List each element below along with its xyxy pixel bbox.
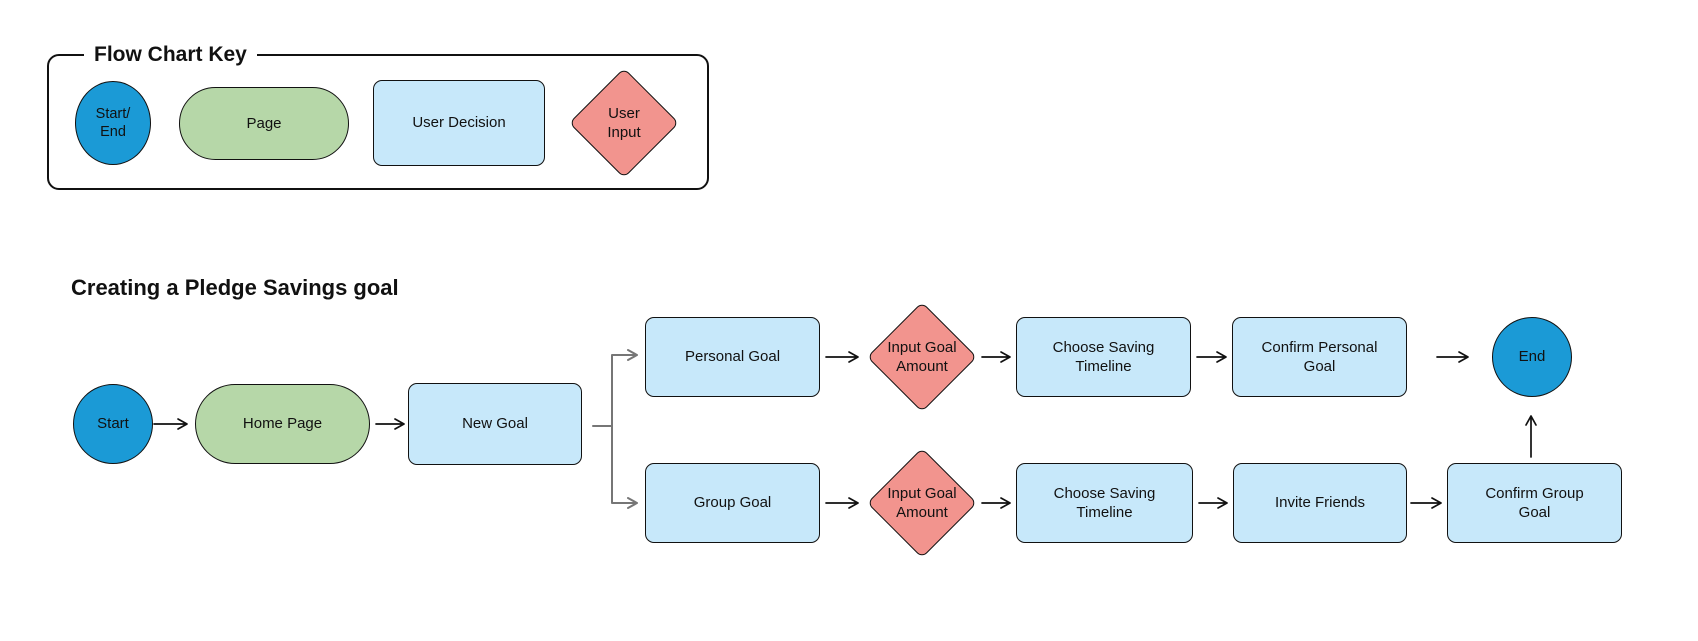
node-start-label: Start [97,415,129,433]
node-group-goal-label: Group Goal [693,494,772,512]
node-invite-friends-label: Invite Friends [1274,494,1366,512]
node-group-goal: Group Goal [645,463,820,543]
node-confirm-group-goal-label: Confirm Group Goal [1485,484,1584,521]
arrow-choose-saving-timeline-to-confirm-personal-goal [1196,351,1227,363]
node-choose-saving-timeline-bottom: Choose Saving Timeline [1016,463,1193,543]
node-new-goal-label: New Goal [462,415,528,433]
legend-user-decision-shape: User Decision [373,80,545,166]
node-confirm-group-goal: Confirm Group Goal [1447,463,1622,543]
node-home-page-label: Home Page [242,415,323,433]
node-home-page: Home Page [195,384,370,464]
arrow-confirm-group-goal-to-end [1525,415,1537,458]
node-choose-saving-timeline-top-label: Choose Saving Timeline [1052,338,1155,375]
node-end: End [1492,317,1572,397]
legend-title: Flow Chart Key [84,41,257,68]
legend-page-label: Page [246,114,282,132]
node-confirm-personal-goal-label: Confirm Personal Goal [1261,338,1378,375]
node-end-label: End [1518,348,1546,366]
node-new-goal: New Goal [408,383,582,465]
node-input-goal-amount-top-label: Input Goal Amount [887,338,957,375]
arrow-start-to-home-page [153,418,188,430]
node-invite-friends: Invite Friends [1233,463,1407,543]
arrow-home-page-to-new-goal [375,418,405,430]
node-choose-saving-timeline-bottom-label: Choose Saving Timeline [1053,484,1156,521]
node-confirm-personal-goal: Confirm Personal Goal [1232,317,1407,397]
arrow-new-goal-to-group-goal [611,425,638,509]
legend-user-input-label: User Input [607,104,641,141]
arrow-input-goal-amount-to-choose-saving-timeline-bottom [981,497,1011,509]
legend-user-input-shape: User Input [568,67,680,179]
node-input-goal-amount-bottom-label: Input Goal Amount [887,484,957,521]
arrow-personal-goal-to-input-goal-amount [825,351,859,363]
arrow-group-goal-to-input-goal-amount [825,497,859,509]
node-start: Start [73,384,153,464]
node-input-goal-amount-top: Input Goal Amount [866,301,978,413]
legend-start-end-shape: Start/ End [75,81,151,165]
arrow-choose-saving-timeline-to-invite-friends [1198,497,1228,509]
legend-start-end-label: Start/ End [95,105,131,140]
node-personal-goal: Personal Goal [645,317,820,397]
arrow-new-goal-to-personal-goal [611,349,638,427]
legend-page-shape: Page [179,87,349,160]
page-title: Creating a Pledge Savings goal [71,275,399,300]
node-personal-goal-label: Personal Goal [684,348,781,366]
arrow-confirm-personal-goal-to-end [1436,351,1469,363]
legend-user-decision-label: User Decision [412,114,506,132]
node-input-goal-amount-bottom: Input Goal Amount [866,447,978,559]
arrow-input-goal-amount-to-choose-saving-timeline-top [981,351,1011,363]
node-choose-saving-timeline-top: Choose Saving Timeline [1016,317,1191,397]
arrow-invite-friends-to-confirm-group-goal [1410,497,1442,509]
